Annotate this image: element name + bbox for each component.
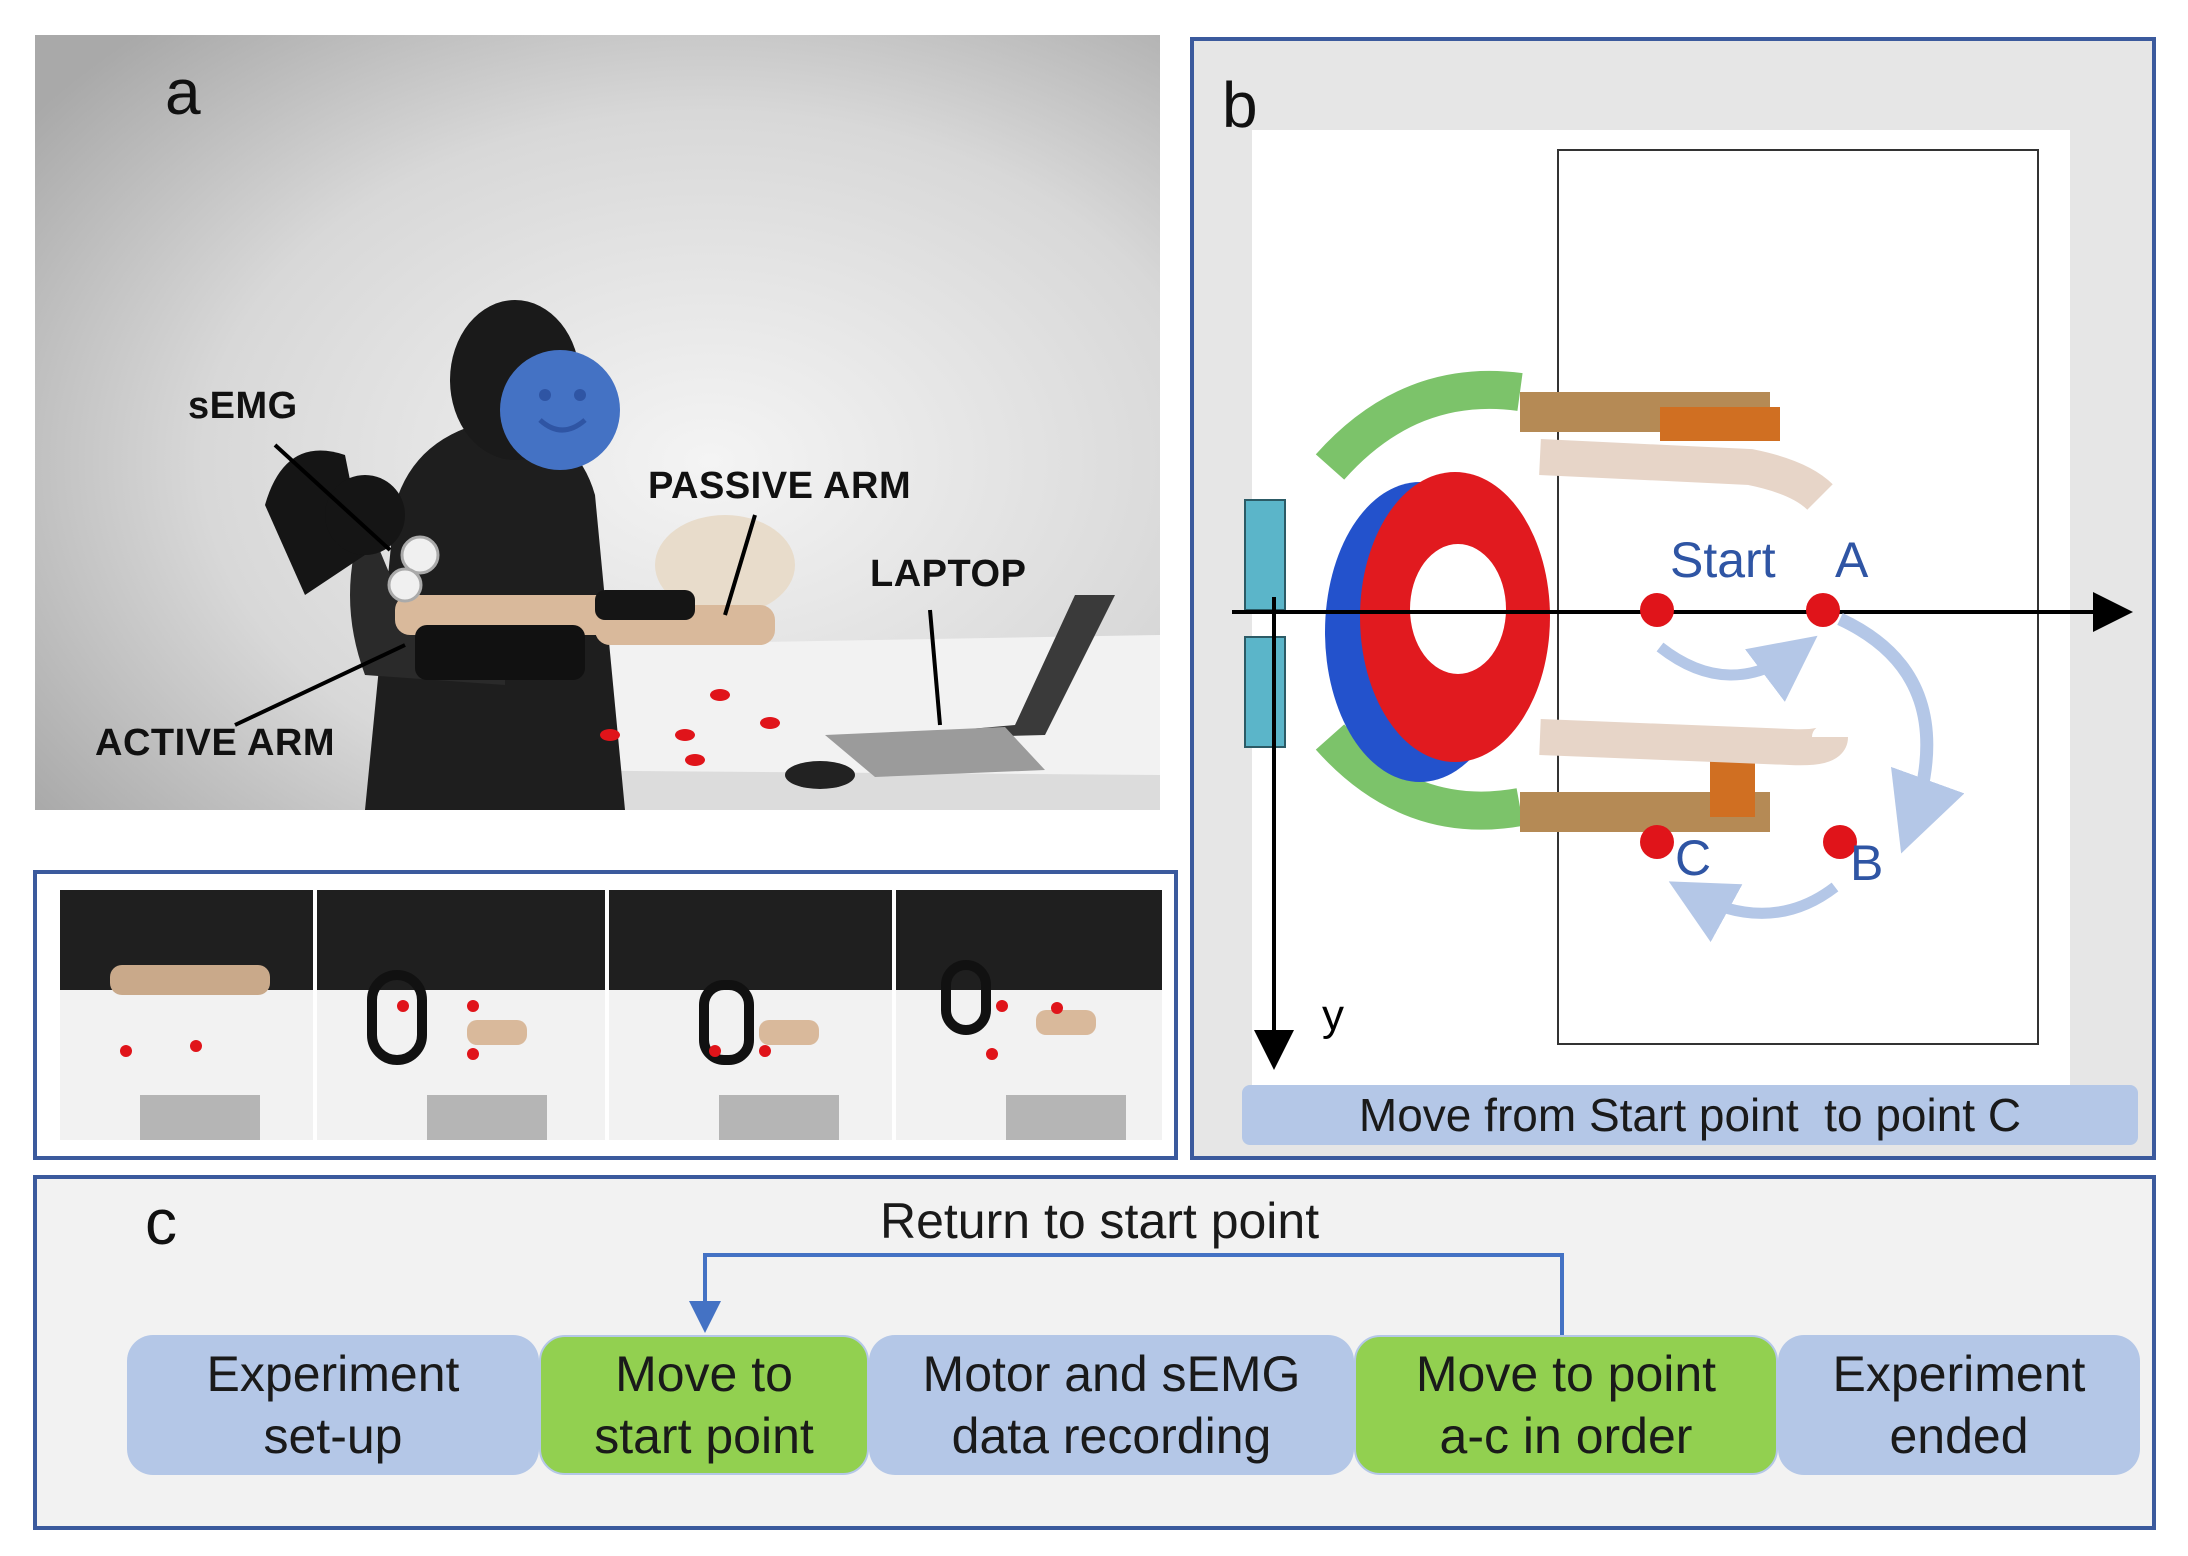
sequence-photo-4 [896,890,1163,1140]
active-arm-label: ACTIVE ARM [95,722,336,764]
panel-b-letter: b [1222,69,1258,141]
sequence-photo-2 [316,890,606,1140]
point-c-label: C [1675,830,1711,886]
arrow-a-to-b [1837,613,1965,854]
arrow-b-to-c [1668,881,1839,943]
arrow-start-to-a [1656,635,1818,702]
panel-a-photo [35,35,1160,810]
workspace-rect [1557,149,2039,1045]
target-start [1640,593,1674,627]
exoskeleton-model [1244,370,1848,832]
target-c [1640,825,1674,859]
target-a [1806,593,1840,627]
y-axis-label: y [1322,991,1344,1040]
panel-b-caption-text: Move from Start point to point C [1358,1089,2022,1141]
photo-strip [60,890,1163,1140]
semg-label: sEMG [188,385,298,427]
sequence-photo-1 [60,890,313,1140]
photo-strip-frame [33,870,1178,1160]
step-data-recording: Motor and sEMG data recording [869,1335,1354,1475]
step-move-to-start: Move to start point [539,1335,869,1475]
panel-b-caption: Move from Start point to point C [1242,1085,2138,1145]
step-experiment-ended: Experiment ended [1778,1335,2140,1475]
return-arrow [689,1253,1564,1335]
panel-b-diagram: Start A B C y [1232,149,2133,1070]
passive-arm-label: PASSIVE ARM [648,465,912,507]
step-experiment-setup: Experiment set-up [127,1335,539,1475]
return-label: Return to start point [880,1193,1320,1249]
point-b-label: B [1850,835,1883,891]
panel-a-illustration [35,35,1160,810]
target-b [1823,825,1857,859]
point-start-label: Start [1670,532,1776,588]
step-move-to-points: Move to point a-c in order [1354,1335,1778,1475]
point-a-label: A [1835,532,1869,588]
sequence-photo-3 [609,890,893,1140]
panel-c-letter: c [145,1186,177,1258]
laptop-label: LAPTOP [870,553,1027,595]
panel-a-letter: a [165,56,201,128]
